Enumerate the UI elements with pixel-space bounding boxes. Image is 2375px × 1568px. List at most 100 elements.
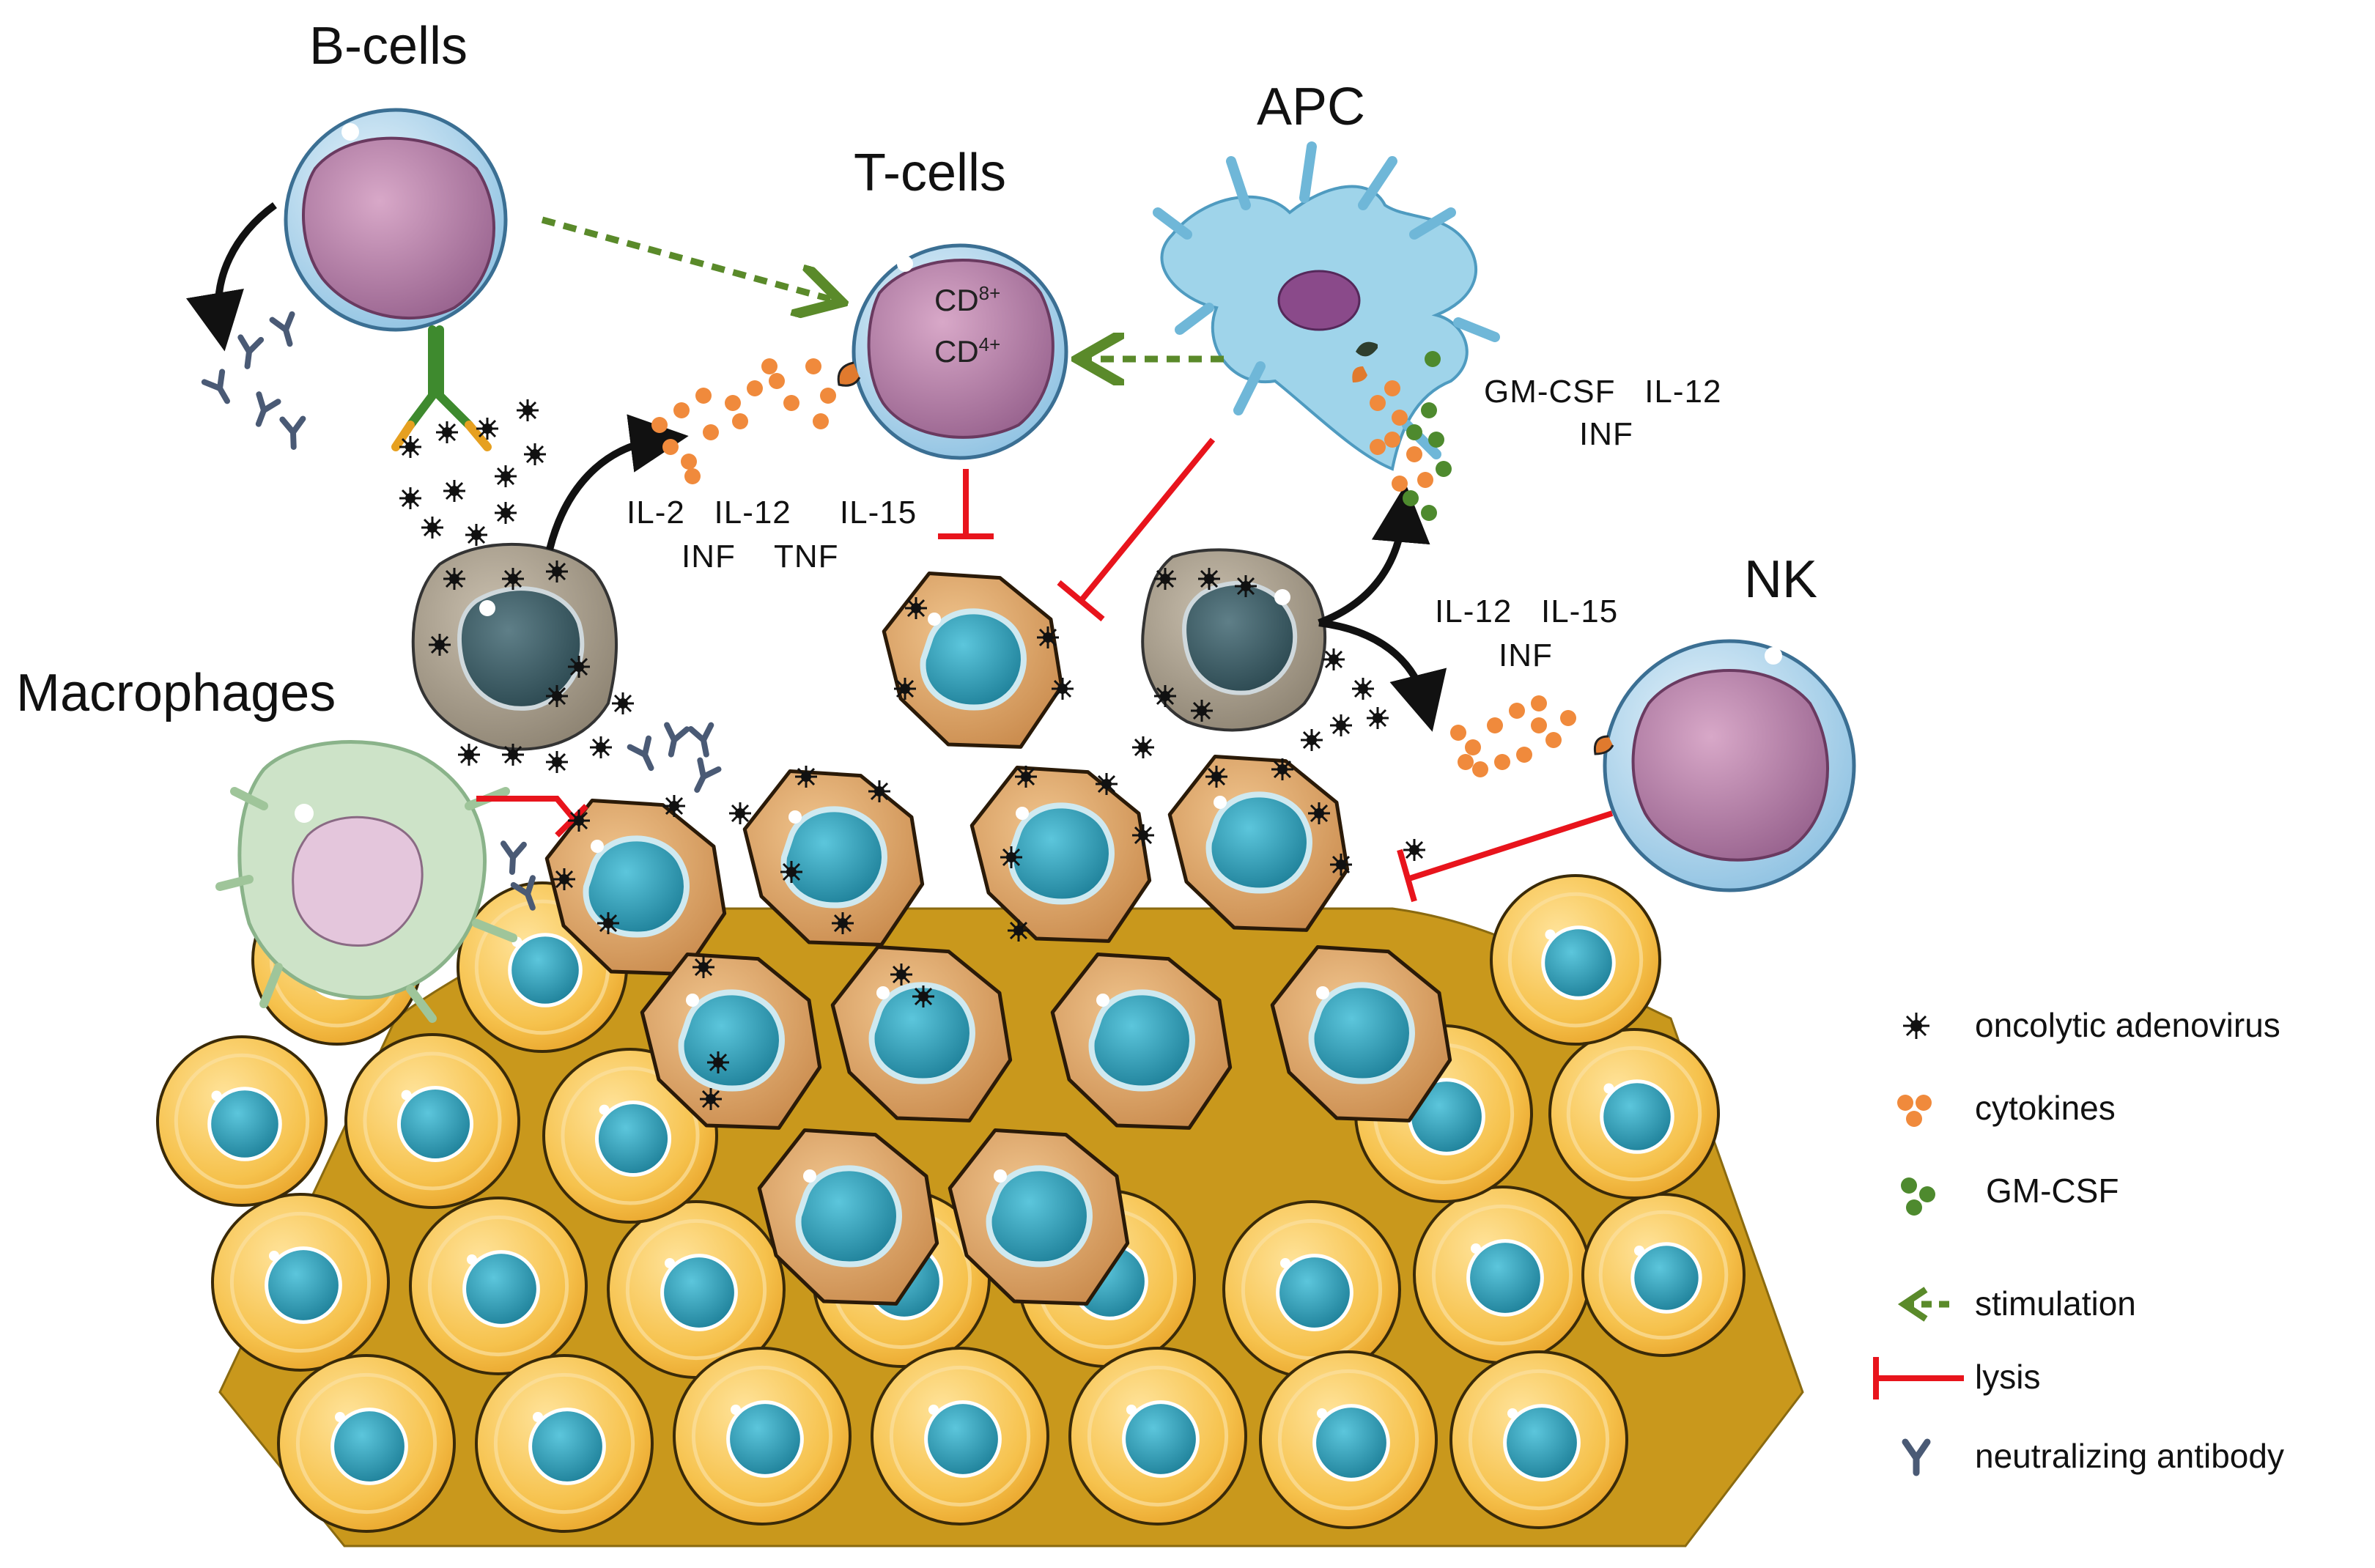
virus-icon xyxy=(1154,568,1176,590)
cytokine-dot xyxy=(1384,432,1400,448)
normal-cell xyxy=(211,1193,390,1372)
normal-cell xyxy=(475,1354,654,1533)
tumor-cell xyxy=(830,945,1013,1123)
virus-icon xyxy=(546,751,568,773)
cytokine-dot xyxy=(703,424,719,440)
virus-icon xyxy=(707,1051,729,1073)
cytokine-dot xyxy=(1494,754,1510,770)
virus-icon xyxy=(546,561,568,583)
legend-label-cytokines: cytokines xyxy=(1975,1089,2116,1127)
virus-icon xyxy=(421,517,443,539)
cytokine-dot xyxy=(1450,725,1466,741)
cytokines-nk-line2: INF xyxy=(1499,637,1553,673)
virus-icon xyxy=(568,810,590,832)
cytokine-dot xyxy=(813,413,829,429)
b-cell-receptor xyxy=(391,325,492,451)
virus-icon xyxy=(465,524,487,546)
cytokine-dot xyxy=(1458,754,1474,770)
virus-icon xyxy=(495,502,517,524)
normal-cell xyxy=(1413,1186,1592,1364)
cytokine-dot xyxy=(1465,739,1481,755)
virus-icon xyxy=(729,802,751,824)
antibody-group xyxy=(201,311,722,911)
virus-icon xyxy=(1000,846,1022,868)
label-macrophages: Macrophages xyxy=(16,664,336,722)
cytokine-dot xyxy=(747,380,763,396)
label-apc: APC xyxy=(1257,78,1366,136)
cytokine-dot xyxy=(1392,476,1408,492)
virus-icon xyxy=(1132,736,1154,758)
virus-icon xyxy=(1096,773,1118,795)
virus-icon xyxy=(1323,648,1345,670)
virus-icon xyxy=(553,868,575,890)
cytokine-dot xyxy=(1403,490,1419,506)
cytokine-dot xyxy=(1417,472,1433,488)
virus-icon xyxy=(1205,766,1227,788)
cytokine-dot xyxy=(1384,380,1400,396)
cytokine-clusters xyxy=(651,351,1576,777)
virus-icon xyxy=(502,744,524,766)
cytokine-dot xyxy=(662,439,679,455)
cytokine-dot xyxy=(1406,446,1422,462)
virus-icon xyxy=(399,436,421,458)
virus-icon xyxy=(1330,854,1352,876)
cytokine-dot xyxy=(1392,410,1408,426)
virus-icon xyxy=(399,487,421,509)
infected-cell-left xyxy=(411,542,618,751)
virus-icon xyxy=(894,678,916,700)
virus-icon xyxy=(1191,700,1213,722)
legend-lysis-bar xyxy=(1873,1357,1964,1399)
legend-cytokine-icon xyxy=(1897,1095,1932,1127)
cytokine-dot xyxy=(1545,732,1562,748)
legend-label-gmcsf: GM-CSF xyxy=(1986,1172,2119,1210)
normal-cell xyxy=(277,1354,456,1533)
macrophage-cell xyxy=(215,740,517,1023)
virus-icon xyxy=(780,861,802,883)
label-cd8: CD8+ xyxy=(934,282,1001,317)
cytokine-dot xyxy=(1425,351,1441,367)
normal-cell xyxy=(1581,1193,1746,1357)
antibody-icon xyxy=(500,840,527,875)
normal-cell xyxy=(1068,1347,1247,1526)
virus-icon xyxy=(1198,568,1220,590)
cytokine-dot xyxy=(1370,395,1386,411)
antibody-icon xyxy=(687,722,714,758)
cytokine-dot xyxy=(732,413,748,429)
cytokine-dot xyxy=(805,358,821,374)
legend-stimulation-arrow xyxy=(1897,1287,1949,1322)
virus-icon xyxy=(1008,920,1030,942)
tumor-cell xyxy=(948,1128,1130,1306)
cytokine-dot xyxy=(1516,747,1532,763)
virus-icon xyxy=(546,685,568,707)
legend-antibody-icon xyxy=(1902,1438,1931,1476)
antibody-icon xyxy=(510,875,536,911)
virus-icon xyxy=(502,568,524,590)
normal-cell xyxy=(409,1197,588,1375)
normal-cell xyxy=(1490,874,1661,1046)
tumor-cell xyxy=(882,572,1064,749)
virus-icon xyxy=(1301,729,1323,751)
tumor-cell xyxy=(544,799,727,976)
cytokine-dot xyxy=(783,395,799,411)
antibody-icon xyxy=(269,311,295,347)
virus-icon xyxy=(1132,824,1154,846)
antibody-icon xyxy=(201,369,230,404)
normal-cell xyxy=(1259,1350,1438,1529)
lysis-lines xyxy=(476,437,1614,903)
normal-cell xyxy=(344,1033,520,1209)
cytokine-dot xyxy=(1421,402,1437,418)
virus-icon xyxy=(795,766,817,788)
virus-icon xyxy=(1352,678,1374,700)
cytokine-dot xyxy=(673,402,690,418)
virus-icon xyxy=(443,568,465,590)
virus-icon xyxy=(1015,766,1037,788)
virus-icon xyxy=(692,956,714,978)
virus-icon xyxy=(597,912,619,934)
tumor-cell xyxy=(1270,945,1452,1123)
tumor-cells xyxy=(544,572,1452,1306)
virus-icon xyxy=(1154,685,1176,707)
cytokines-tcell-line1: IL-2 IL-12 IL-15 xyxy=(627,495,917,530)
label-t-cells: T-cells xyxy=(854,144,1007,202)
virus-icon xyxy=(1308,802,1330,824)
virus-icon xyxy=(832,912,854,934)
